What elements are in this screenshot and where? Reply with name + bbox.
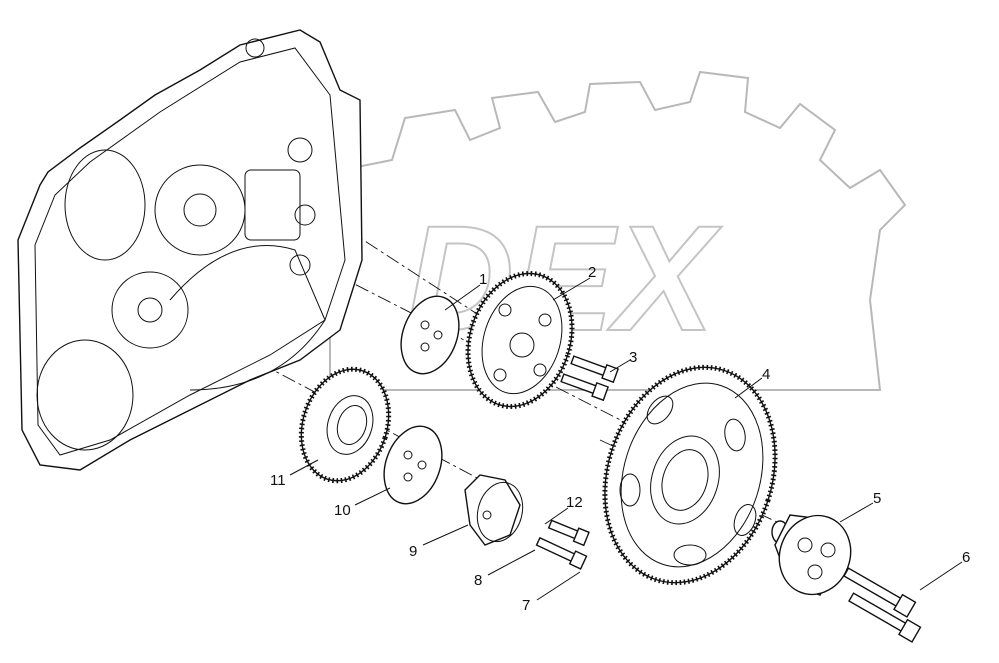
gear-housing bbox=[17, 29, 363, 471]
leader-4 bbox=[734, 377, 763, 399]
idler-gear-upper-teeth bbox=[465, 271, 575, 409]
large-gear-hub-outer bbox=[650, 435, 720, 525]
housing-outline bbox=[17, 29, 363, 471]
idler-gear-lower-bore bbox=[336, 404, 368, 446]
eccentric-face bbox=[476, 481, 524, 543]
large-gear-rim bbox=[620, 382, 764, 568]
long-bolt-2-head bbox=[898, 618, 922, 643]
large-gear-slot-5 bbox=[619, 473, 641, 507]
long-bolt-1-head bbox=[893, 593, 917, 618]
large-gear-hub-inner bbox=[661, 449, 709, 511]
leader-10 bbox=[354, 487, 391, 506]
thrust-plate-lower-disc bbox=[383, 425, 443, 505]
housing-window bbox=[244, 169, 301, 241]
housing-bore-lower bbox=[111, 271, 189, 349]
idler-gear-upper-inner bbox=[481, 285, 563, 395]
large-gear-slot-1 bbox=[646, 395, 674, 425]
large-gear-slot-4 bbox=[673, 544, 707, 566]
callout-labels: 1 2 3 4 5 6 7 8 9 10 11 12 bbox=[270, 264, 970, 614]
large-gear-slot-3 bbox=[733, 504, 757, 536]
idler-gear-upper-hole-2 bbox=[538, 313, 552, 327]
housing-boss-3 bbox=[289, 254, 311, 276]
idler-gear-upper-hole-1 bbox=[498, 303, 512, 317]
leader-8 bbox=[487, 549, 536, 576]
housing-large-arc bbox=[169, 245, 326, 391]
callout-4: 4 bbox=[762, 366, 770, 383]
part-hub-shaft bbox=[771, 514, 852, 596]
callout-12: 12 bbox=[566, 494, 583, 511]
part-bolts-upper bbox=[560, 355, 620, 402]
watermark-gear-outline bbox=[329, 70, 907, 391]
housing-filler-cap bbox=[245, 38, 265, 58]
housing-bore-upper-inner bbox=[183, 193, 217, 227]
large-gear-teeth bbox=[602, 364, 778, 586]
housing-bore-main bbox=[64, 149, 146, 261]
housing-inner-rim bbox=[34, 47, 346, 456]
callout-1: 1 bbox=[479, 271, 487, 288]
part-eccentric bbox=[464, 474, 524, 546]
bolt-lower-8-head bbox=[568, 550, 588, 570]
large-gear-slot-2 bbox=[724, 418, 746, 452]
leader-1 bbox=[444, 284, 481, 311]
bolt-lower-12-head bbox=[572, 527, 590, 547]
housing-boss-2 bbox=[294, 204, 316, 226]
leader-12 bbox=[544, 507, 569, 525]
hub-hole-2 bbox=[820, 542, 836, 558]
bolt-lower-8-shank bbox=[535, 536, 578, 563]
idler-gear-upper-hole-3 bbox=[533, 363, 547, 377]
hub-hole-3 bbox=[807, 564, 823, 580]
part-thrust-plate-upper bbox=[400, 295, 460, 375]
leader-7 bbox=[536, 571, 581, 601]
callout-9: 9 bbox=[409, 543, 417, 560]
callout-8: 8 bbox=[474, 572, 482, 589]
housing-bore-lower-inner bbox=[137, 297, 163, 323]
part-long-bolts bbox=[843, 567, 922, 643]
part-large-idler-gear bbox=[602, 364, 778, 586]
hub-hole-1 bbox=[797, 537, 813, 553]
leader-5 bbox=[839, 502, 874, 523]
callout-3: 3 bbox=[629, 349, 637, 366]
leader-3 bbox=[609, 359, 631, 373]
thrust-plate-upper-hole-2 bbox=[433, 330, 443, 340]
part-idler-gear-lower bbox=[298, 366, 392, 484]
leader-9 bbox=[422, 524, 469, 546]
callout-7: 7 bbox=[522, 597, 530, 614]
callout-6: 6 bbox=[962, 549, 970, 566]
leader-11 bbox=[289, 459, 319, 476]
callout-10: 10 bbox=[334, 502, 351, 519]
thrust-plate-lower-hole-3 bbox=[403, 472, 413, 482]
hub-face bbox=[778, 514, 852, 596]
housing-boss-1 bbox=[287, 137, 313, 163]
thrust-plate-upper-hole-1 bbox=[420, 320, 430, 330]
callout-5: 5 bbox=[873, 490, 881, 507]
part-idler-gear-upper bbox=[465, 271, 575, 409]
idler-gear-lower-hub bbox=[326, 395, 374, 455]
callout-11: 11 bbox=[270, 472, 286, 489]
idler-gear-lower-teeth bbox=[298, 366, 392, 484]
thrust-plate-upper-hole-3 bbox=[420, 342, 430, 352]
eccentric-hole bbox=[482, 510, 492, 520]
thrust-plate-lower-hole-1 bbox=[403, 450, 413, 460]
housing-bore-bottom bbox=[36, 339, 134, 451]
leader-2 bbox=[552, 277, 591, 301]
part-bolts-lower bbox=[535, 519, 590, 570]
bolt-upper-2-head bbox=[591, 382, 610, 402]
thrust-plate-upper-disc bbox=[400, 295, 460, 375]
idler-gear-upper-hub bbox=[509, 332, 535, 358]
part-thrust-plate-lower bbox=[383, 425, 443, 505]
leader-lines bbox=[289, 277, 963, 601]
callout-2: 2 bbox=[588, 264, 596, 281]
idler-gear-upper-hole-4 bbox=[493, 368, 507, 382]
leader-6 bbox=[919, 561, 963, 591]
thrust-plate-lower-hole-2 bbox=[417, 460, 427, 470]
